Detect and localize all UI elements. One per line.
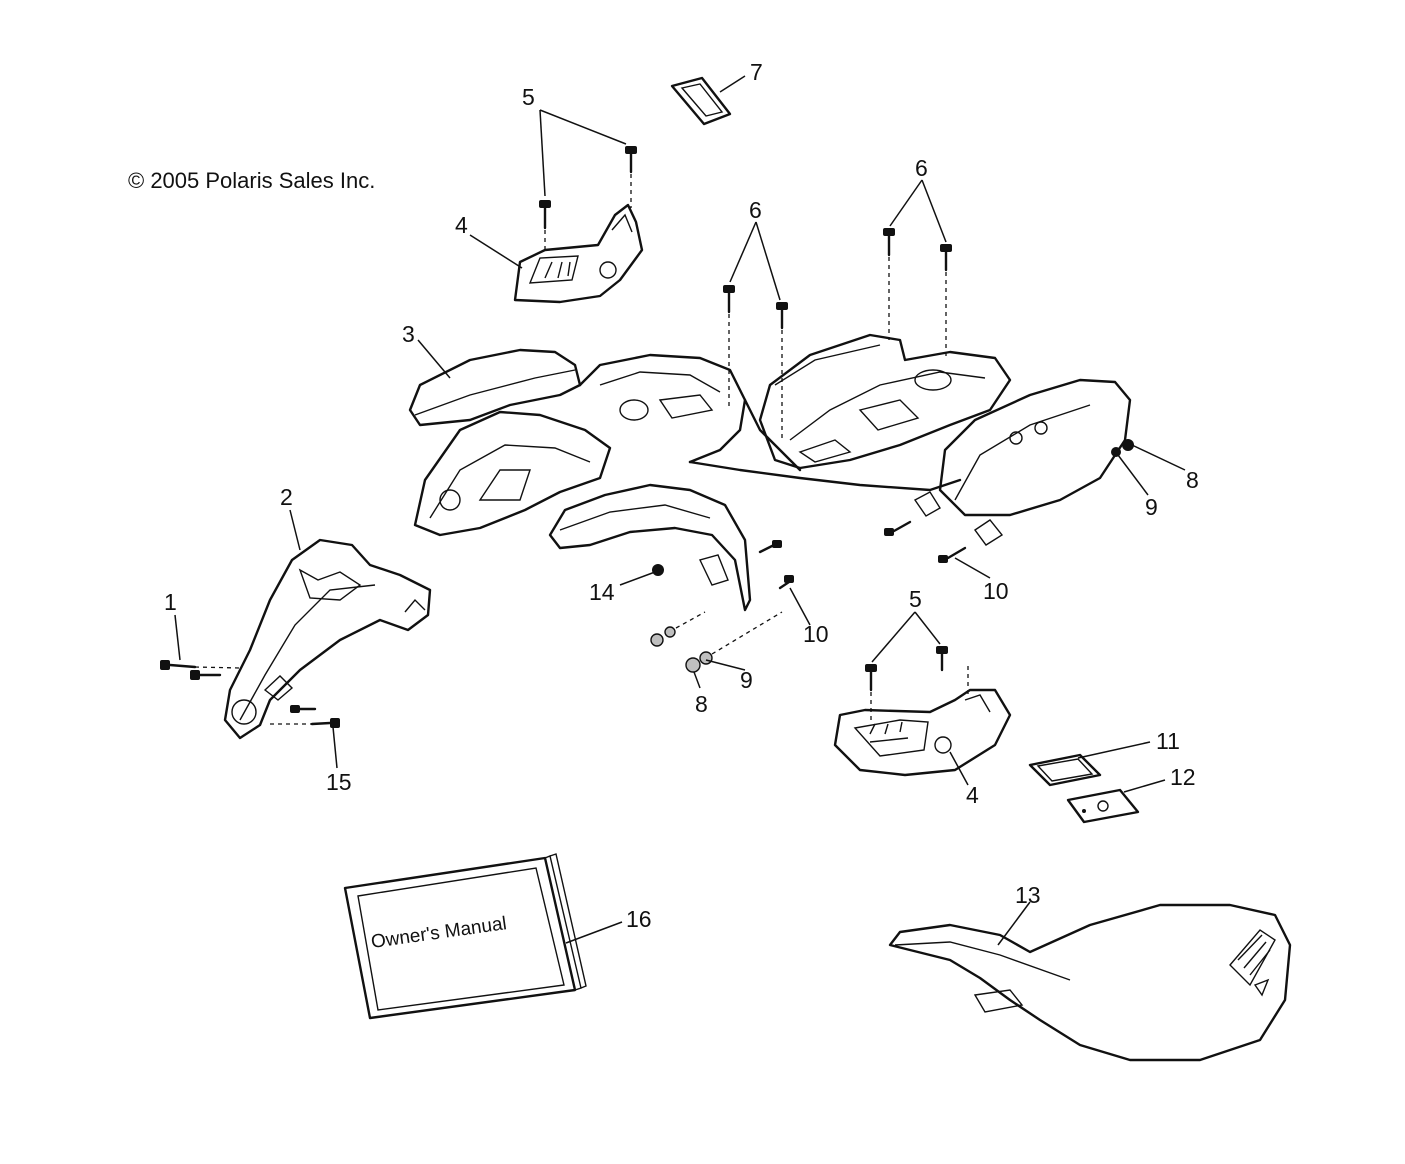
callout-4-lower: 4 xyxy=(966,782,979,808)
callout-10-right: 10 xyxy=(983,578,1009,604)
callout-10-left: 10 xyxy=(803,621,829,647)
callout-14: 14 xyxy=(589,579,615,605)
callout-9-right: 9 xyxy=(1145,494,1158,520)
callout-6-right: 6 xyxy=(915,155,928,181)
callout-8-right: 8 xyxy=(1186,467,1199,493)
callout-5-upper: 5 xyxy=(522,84,535,110)
part-2-front-nose xyxy=(223,538,432,740)
rear-fasteners xyxy=(884,439,1134,563)
part-16-owners-manual: Owner's Manual xyxy=(343,853,587,1020)
callout-5-lower: 5 xyxy=(909,586,922,612)
callout-16: 16 xyxy=(626,906,652,932)
part-7-decal xyxy=(670,76,732,126)
part-13-seat xyxy=(888,903,1292,1062)
main-body-assembly xyxy=(408,333,1132,612)
copyright-notice: © 2005 Polaris Sales Inc. xyxy=(128,168,376,193)
callout-1: 1 xyxy=(164,589,177,615)
part-5-screws-upper xyxy=(539,146,637,252)
callout-numbers: 1 2 3 4 5 7 6 6 8 9 10 14 10 9 8 15 5 4 … xyxy=(164,59,1199,932)
part-5-screws-lower xyxy=(865,646,969,720)
manual-label: Owner's Manual xyxy=(370,913,508,953)
part-4-side-panel-upper xyxy=(513,203,644,304)
part-1-15-bolts xyxy=(160,660,340,728)
callout-6-left: 6 xyxy=(749,197,762,223)
part-12-plate xyxy=(1066,788,1140,824)
part-11-decal xyxy=(1028,753,1102,787)
callout-3: 3 xyxy=(402,321,415,347)
callout-11: 11 xyxy=(1156,728,1180,754)
callout-15: 15 xyxy=(326,769,352,795)
callout-2: 2 xyxy=(280,484,293,510)
callout-8-left: 8 xyxy=(695,691,708,717)
callout-9-left: 9 xyxy=(740,667,753,693)
callout-13: 13 xyxy=(1015,882,1041,908)
callout-4-upper: 4 xyxy=(455,212,468,238)
front-fasteners xyxy=(650,540,794,673)
callout-7: 7 xyxy=(750,59,763,85)
callout-12: 12 xyxy=(1170,764,1196,790)
part-6-screws xyxy=(723,228,952,440)
part-4-side-panel-lower xyxy=(833,688,1012,777)
leader-lines xyxy=(174,75,1186,946)
